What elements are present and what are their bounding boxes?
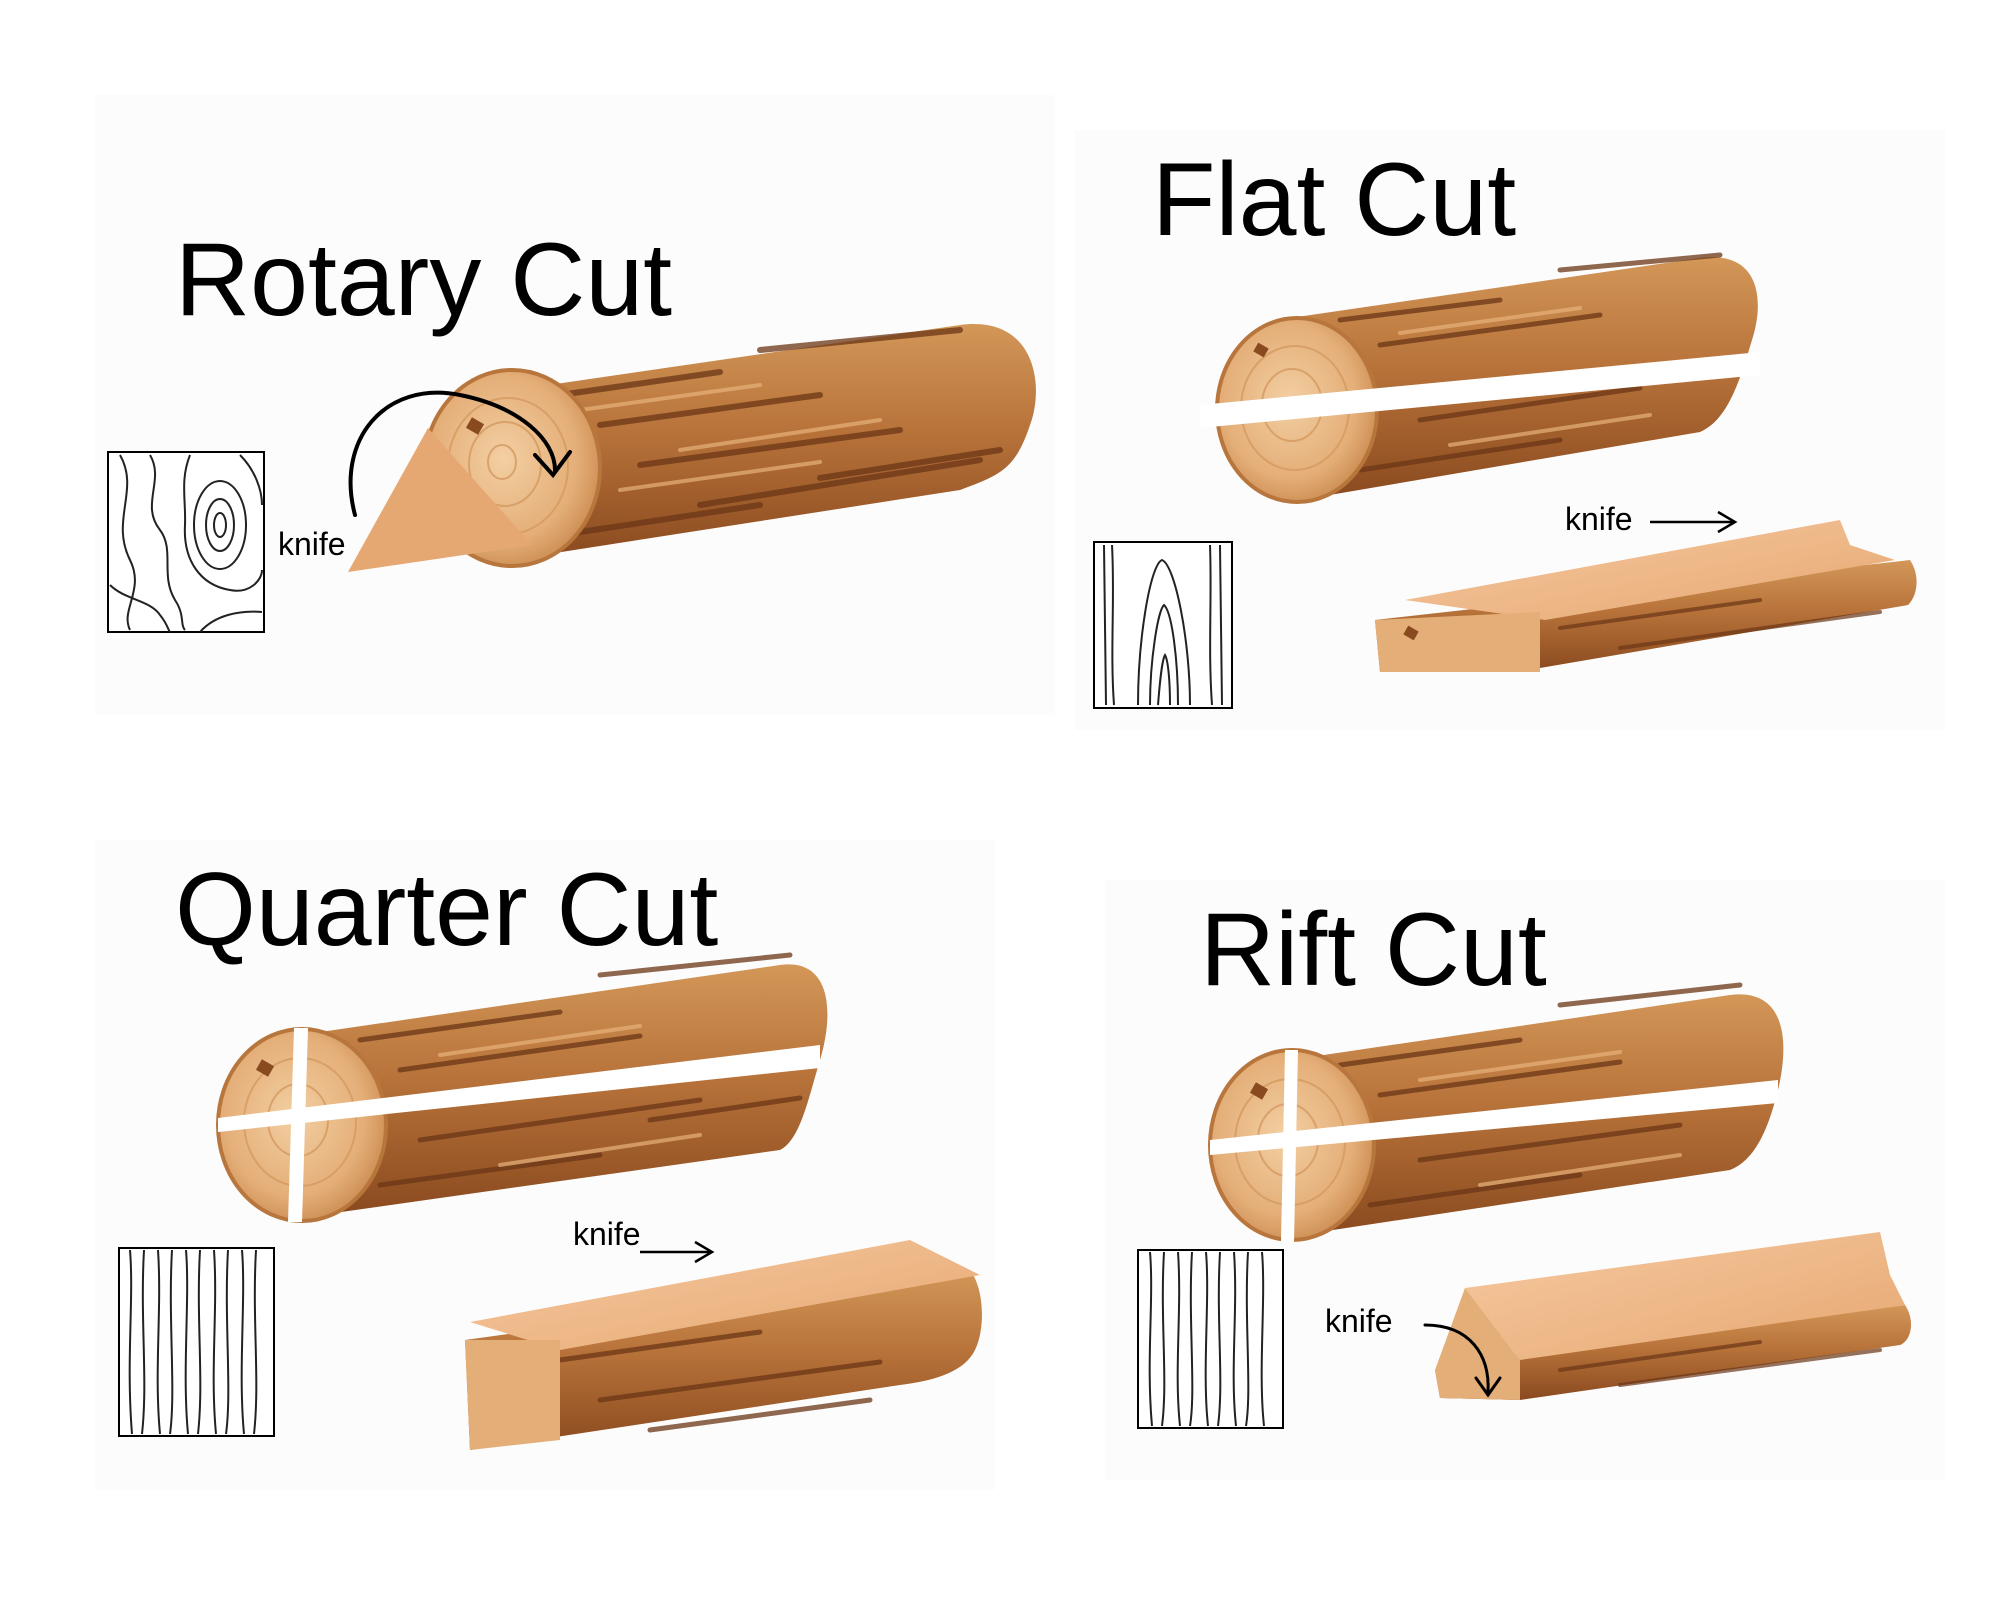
rift-rotation-arrow [1423, 1323, 1502, 1398]
rotation-arrow [348, 390, 572, 517]
knife-label-rift: knife [1325, 1303, 1393, 1339]
flat-knife-arrow [1650, 510, 1738, 534]
grain-sample-quarter [118, 1247, 275, 1437]
title-flat-cut: Flat Cut [1152, 142, 1517, 258]
title-rift-cut: Rift Cut [1200, 892, 1547, 1008]
flat-log [1200, 252, 1760, 504]
flat-veneer-board [1375, 520, 1917, 672]
rift-log [1208, 982, 1784, 1242]
grain-sample-rotary [107, 451, 265, 633]
quarter-veneer-board [465, 1240, 982, 1450]
knife-label-rotary: knife [278, 526, 346, 562]
title-rotary-cut: Rotary Cut [175, 222, 673, 338]
quarter-log [216, 952, 828, 1223]
grain-sample-rift [1137, 1249, 1284, 1429]
rift-veneer-board [1435, 1232, 1912, 1400]
quarter-knife-arrow [640, 1240, 715, 1264]
knife-label-flat: knife [1565, 501, 1633, 537]
title-quarter-cut: Quarter Cut [175, 852, 719, 968]
grain-sample-flat [1093, 541, 1233, 709]
knife-label-quarter: knife [573, 1216, 641, 1252]
rotary-knife-blade [348, 428, 532, 572]
